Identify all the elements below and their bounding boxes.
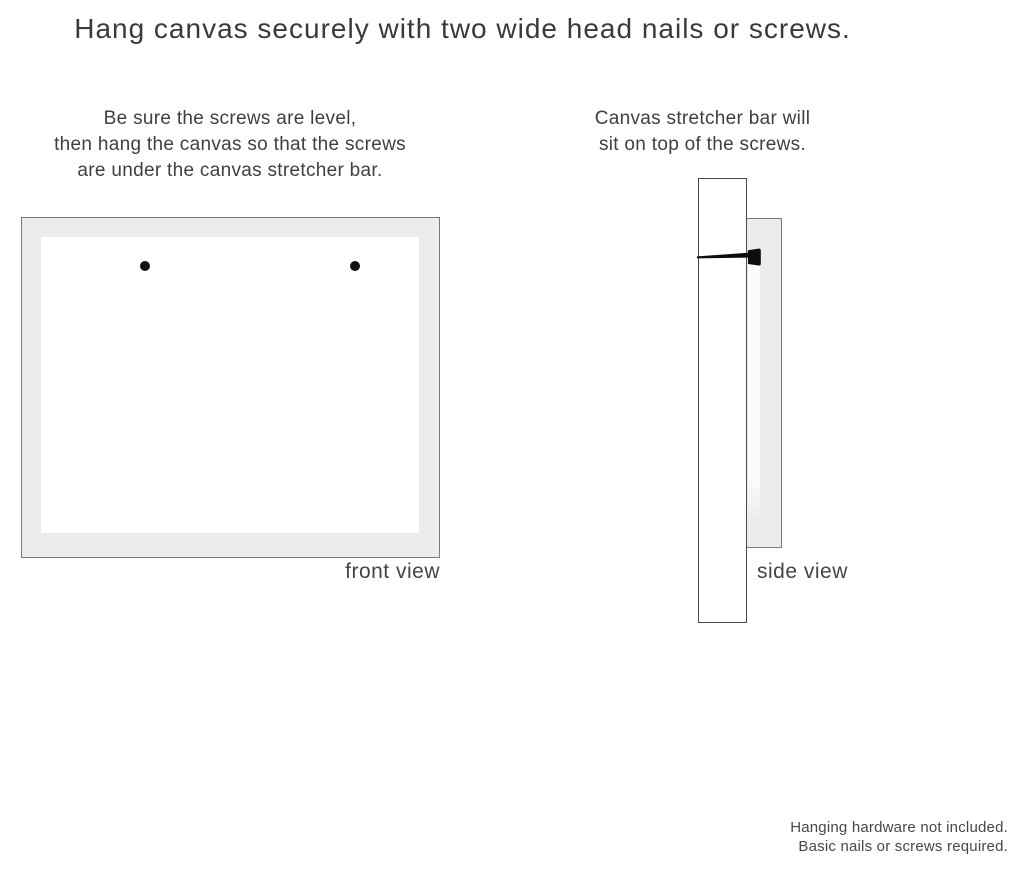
front-view-instructions: Be sure the screws are level, then hang … xyxy=(20,106,440,184)
page-title: Hang canvas securely with two wide head … xyxy=(74,13,851,44)
front-view-canvas-frame xyxy=(21,217,440,558)
disclaimer-line: Basic nails or screws required. xyxy=(798,838,1008,855)
instruction-line: then hang the canvas so that the screws xyxy=(54,134,406,155)
front-view-canvas-face xyxy=(41,237,419,533)
disclaimer-line: Hanging hardware not included. xyxy=(790,819,1008,836)
front-view-label: front view xyxy=(345,560,440,583)
nail-head-icon xyxy=(140,261,150,271)
instruction-line: Be sure the screws are level, xyxy=(103,108,357,129)
instruction-line: are under the canvas stretcher bar. xyxy=(77,160,383,181)
side-view-instructions: Canvas stretcher bar will sit on top of … xyxy=(575,106,830,158)
side-view-canvas-edge xyxy=(746,218,782,548)
side-view-canvas-gap xyxy=(748,262,760,520)
nail-side-icon xyxy=(697,248,761,266)
hardware-disclaimer: Hanging hardware not included. Basic nai… xyxy=(694,818,1008,856)
side-view-stretcher-bar xyxy=(698,178,747,623)
side-view-label: side view xyxy=(757,560,848,583)
nail-head-icon xyxy=(350,261,360,271)
instruction-line: sit on top of the screws. xyxy=(598,134,807,155)
instruction-line: Canvas stretcher bar will xyxy=(594,108,811,129)
